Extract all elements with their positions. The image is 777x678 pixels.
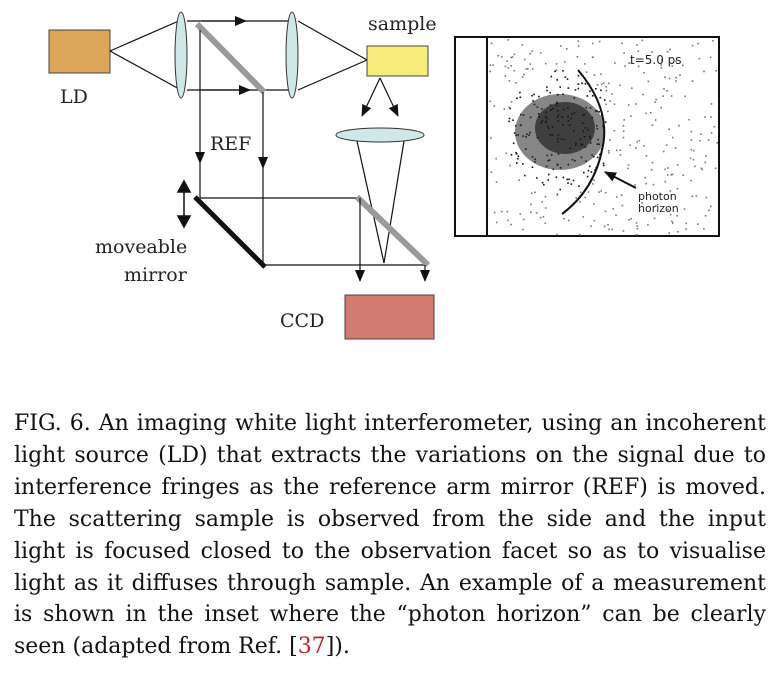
recombination-beams [200, 197, 425, 266]
imaging-cone [356, 140, 405, 264]
ccd-box [344, 294, 435, 340]
focusing-lens [285, 11, 299, 99]
ccd-beams [355, 198, 430, 282]
sample-box [366, 45, 429, 77]
figure-6: LD sample REF [48, 11, 720, 340]
inset-time-label: t=5.0 ps [630, 53, 682, 67]
inset-measurement: t=5.0 ps photon horizon [454, 36, 720, 237]
ld-source-box [48, 29, 111, 74]
imaging-lens [335, 127, 425, 143]
caption-prefix: FIG. 6. [14, 411, 91, 436]
reference-arm-beams [195, 30, 268, 265]
ref-label: REF [210, 133, 251, 155]
photon-horizon-label-line1: photon [638, 190, 677, 203]
collimating-lens [174, 11, 188, 99]
beamsplitter-bottom [354, 194, 431, 268]
moveable-label-line1: moveable [95, 236, 187, 258]
moveable-label-line2: mirror [124, 264, 188, 286]
caption-body: An imaging white light interferometer, u… [14, 411, 766, 660]
photon-horizon-label-line2: horizon [638, 202, 679, 215]
figure-caption: FIG. 6. An imaging white light interfero… [14, 408, 766, 663]
ld-label: LD [60, 86, 88, 108]
beamsplitter-top [194, 21, 267, 95]
collimated-beam [187, 16, 292, 95]
mirror-motion-arrow-icon [176, 179, 192, 229]
interferometer-diagram: LD sample REF [48, 11, 720, 340]
caption-suffix: ]). [325, 634, 350, 660]
ccd-label: CCD [280, 310, 324, 332]
reference-link-37[interactable]: 37 [297, 634, 326, 660]
sample-imaging-beam [361, 77, 399, 117]
input-beam [109, 19, 182, 91]
moveable-mirror [193, 195, 267, 269]
focusing-beam [297, 20, 368, 91]
photon-horizon-curve [561, 69, 606, 215]
sample-label: sample [368, 13, 437, 35]
